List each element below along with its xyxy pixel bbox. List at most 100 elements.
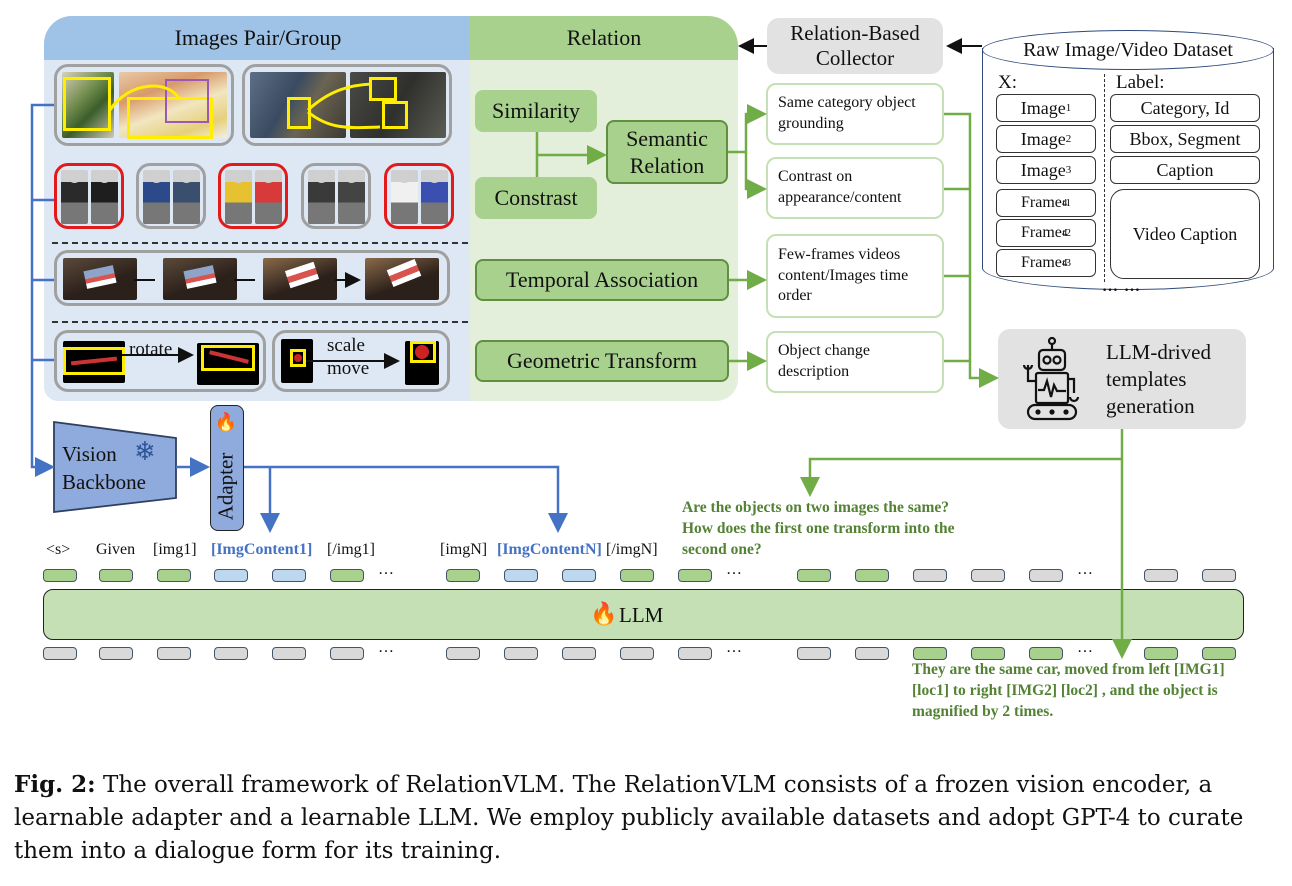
- person-image: [391, 170, 418, 224]
- llm-templates-box: LLM-drived templates generation: [998, 329, 1246, 429]
- column-divider: [1104, 74, 1105, 282]
- person-image: [255, 170, 282, 224]
- bbox: [127, 97, 213, 139]
- input-token: [620, 569, 654, 582]
- snowflake-icon: ❄: [134, 437, 156, 466]
- image-soup: [119, 72, 227, 138]
- input-token: [855, 569, 889, 582]
- person-image: [143, 170, 170, 224]
- similarity-box: Similarity: [475, 90, 597, 132]
- token-label-imgN-open: [imgN]: [440, 541, 488, 558]
- bbox: [369, 77, 397, 101]
- token-label-s: <s>: [46, 541, 71, 558]
- person-image: [91, 170, 118, 224]
- frame-4: [365, 258, 439, 300]
- token-ellipsis: …: [378, 561, 395, 578]
- input-token: [504, 569, 538, 582]
- output-token: [1029, 647, 1063, 660]
- label-label: Label:: [1116, 72, 1165, 93]
- llm-templates-label: LLM-drived templates generation: [1106, 340, 1211, 418]
- output-token: [214, 647, 248, 660]
- image-salad: [62, 72, 114, 138]
- output-token: [855, 647, 889, 660]
- output-token: [1202, 647, 1236, 660]
- person-image: [308, 170, 335, 224]
- label-cell: Video Caption: [1110, 189, 1260, 279]
- input-token: [797, 569, 831, 582]
- output-token: [99, 647, 133, 660]
- flame-icon: 🔥: [590, 601, 618, 626]
- person-image: [225, 170, 252, 224]
- bbox: [382, 101, 408, 129]
- output-token: [1144, 647, 1178, 660]
- token-ellipsis: …: [726, 639, 743, 656]
- label-cell: Category, Id: [1110, 94, 1260, 122]
- scale-label: scale: [327, 335, 365, 356]
- output-token: [272, 647, 306, 660]
- semantic-relation-box: Semantic Relation: [606, 120, 728, 184]
- connectors: [30, 38, 1132, 659]
- images-panel-header: Images Pair/Group: [44, 16, 472, 60]
- image-pair-toys: [242, 64, 452, 146]
- cylinder-top: Raw Image/Video Dataset: [982, 30, 1274, 70]
- token-label-imgcontentN: [ImgContentN]: [497, 541, 602, 558]
- token-ellipsis: …: [1077, 639, 1094, 656]
- divider: [52, 321, 738, 323]
- frame-1: [63, 258, 137, 300]
- x-label: X:: [998, 72, 1017, 93]
- input-token: [330, 569, 364, 582]
- output-token: [678, 647, 712, 660]
- output-token: [562, 647, 596, 660]
- input-token: [971, 569, 1005, 582]
- person-image: [338, 170, 365, 224]
- description-grounding: Same category object grounding: [766, 83, 944, 145]
- output-token: [913, 647, 947, 660]
- person-pair: [54, 163, 124, 229]
- temporal-frames: [54, 250, 450, 306]
- output-token: [620, 647, 654, 660]
- answer-text: They are the same car, moved from left […: [912, 661, 1225, 720]
- adapter-box: 🔥 Adapter: [210, 405, 244, 531]
- bbox-purple: [165, 79, 209, 123]
- description-geometric: Object change description: [766, 331, 944, 393]
- image-plane-2: [197, 343, 259, 385]
- input-token: [678, 569, 712, 582]
- llm-label: LLM: [619, 603, 664, 627]
- contrast-box: Constrast: [475, 177, 597, 219]
- llm-bar: 🔥 LLM: [43, 589, 1244, 640]
- label-cell: Bbox, Segment: [1110, 125, 1260, 153]
- flame-icon: 🔥: [214, 412, 238, 432]
- input-token: [1144, 569, 1178, 582]
- temporal-association-box: Temporal Association: [475, 259, 729, 301]
- frame-2: [163, 258, 237, 300]
- token-label-imgN-close: [/imgN]: [606, 541, 658, 558]
- output-token: [330, 647, 364, 660]
- token-label-imgcontent1: [ImgContent1]: [211, 541, 313, 558]
- person-image: [61, 170, 88, 224]
- input-token: [272, 569, 306, 582]
- relation-based-collector: Relation-Based Collector: [767, 18, 943, 74]
- token-label-given: Given: [96, 541, 136, 558]
- output-token: [971, 647, 1005, 660]
- image-stop-2: [405, 341, 439, 385]
- input-token: [562, 569, 596, 582]
- input-token: [43, 569, 77, 582]
- token-label-img1-open: [img1]: [153, 541, 197, 558]
- move-label: move: [327, 358, 370, 379]
- input-token: [1029, 569, 1063, 582]
- label-cell: Caption: [1110, 156, 1260, 184]
- input-token: [157, 569, 191, 582]
- input-token: [99, 569, 133, 582]
- output-token: [43, 647, 77, 660]
- token-ellipsis: …: [726, 561, 743, 578]
- caption-label: Fig. 2:: [14, 771, 96, 798]
- token-ellipsis: …: [1077, 561, 1094, 578]
- person-pair: [301, 163, 371, 229]
